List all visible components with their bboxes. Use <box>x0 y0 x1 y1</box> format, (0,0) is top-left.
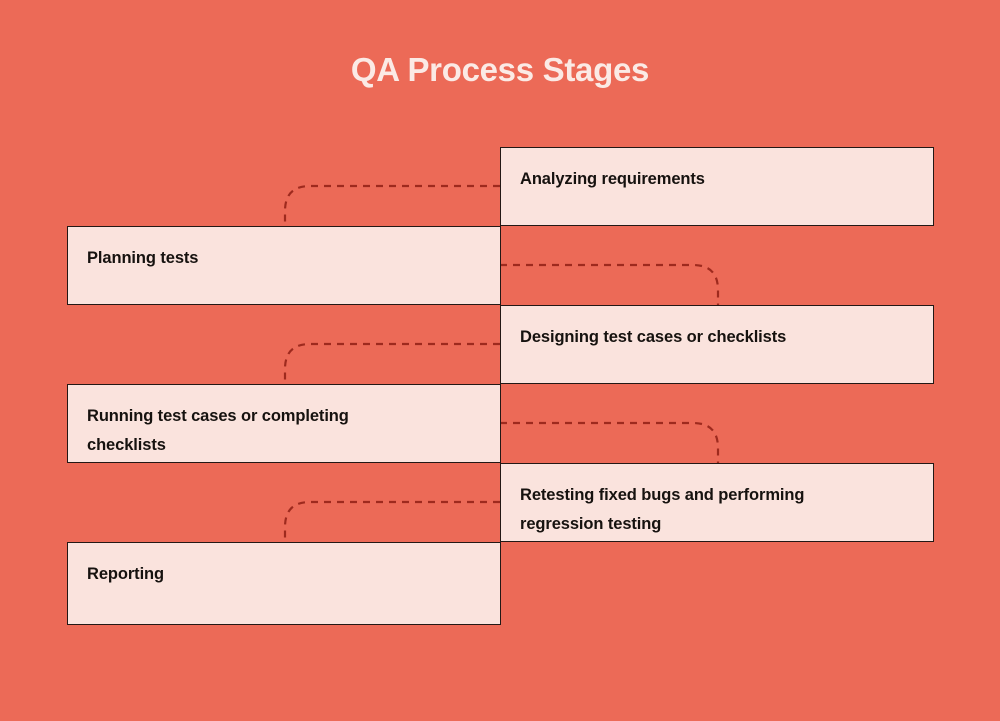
connector-2-3 <box>500 263 720 307</box>
stage-box-analyzing-requirements[interactable]: Analyzing requirements <box>500 147 934 226</box>
connector-3-4 <box>283 342 500 386</box>
page-title: QA Process Stages <box>350 51 650 88</box>
stage-label: Designing test cases or checklists <box>520 328 787 346</box>
stage-label: Planning tests <box>87 249 199 267</box>
stage-label: Analyzing requirements <box>520 170 705 188</box>
stage-box-retesting-fixed-bugs[interactable]: Retesting fixed bugs and performing regr… <box>500 463 934 542</box>
stage-box-designing-test-cases[interactable]: Designing test cases or checklists <box>500 305 934 384</box>
stage-label: Reporting <box>87 565 165 583</box>
stage-box-planning-tests[interactable]: Planning tests <box>67 226 501 305</box>
connector-1-2 <box>283 184 500 228</box>
stage-box-running-test-cases[interactable]: Running test cases or completing checkli… <box>67 384 501 463</box>
connector-4-5 <box>500 421 720 465</box>
stage-label: Running test cases or completing checkli… <box>87 407 349 455</box>
connector-5-6 <box>283 500 500 544</box>
stage-label: Retesting fixed bugs and performing regr… <box>520 486 805 534</box>
stage-box-reporting[interactable]: Reporting <box>67 542 501 625</box>
